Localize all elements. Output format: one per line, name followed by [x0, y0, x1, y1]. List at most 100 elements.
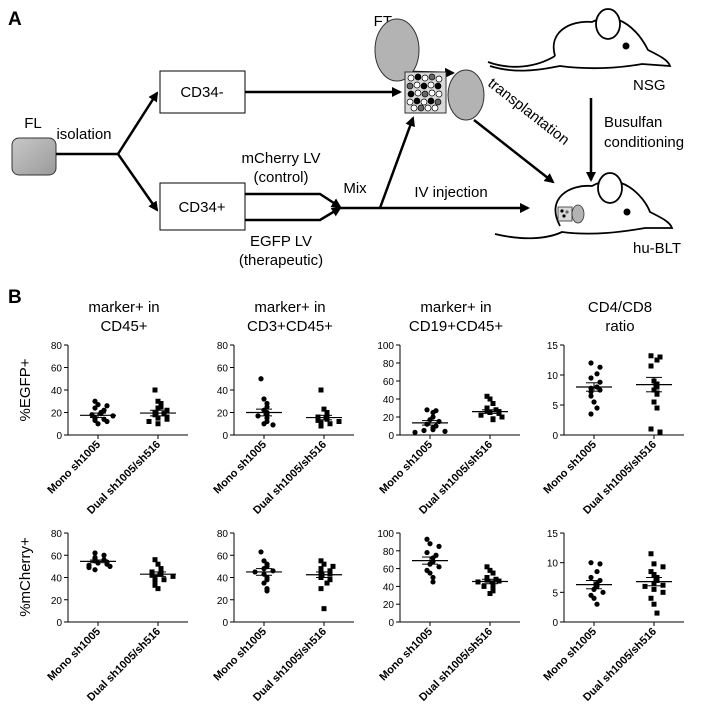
- cell-dot: [407, 90, 415, 98]
- data-point: [86, 564, 92, 571]
- cell-cluster: [406, 73, 443, 112]
- data-point: [261, 558, 267, 564]
- data-point: [92, 398, 98, 404]
- data-point: [430, 579, 436, 585]
- y-tick-label: 0: [56, 618, 62, 629]
- egfp-therapeutic-label: (therapeutic): [239, 252, 323, 269]
- y-tick-label: 100: [377, 529, 394, 540]
- col4-title-line1: CD4/CD8: [588, 299, 652, 316]
- data-point: [487, 567, 493, 573]
- cell-dot: [407, 74, 415, 82]
- data-point: [657, 354, 663, 360]
- arrow-to-cd34pos: [116, 153, 159, 212]
- data-point: [412, 429, 418, 435]
- fl-label: FL: [24, 115, 42, 132]
- data-point: [321, 406, 327, 412]
- y-tick-label: 0: [388, 618, 394, 629]
- data-point: [588, 560, 594, 566]
- data-point: [588, 360, 594, 366]
- y-tick-label: 40: [51, 386, 63, 397]
- y-tick-label: 5: [552, 401, 558, 412]
- cell-dot: [420, 98, 428, 106]
- data-point: [427, 570, 433, 576]
- data-point: [597, 379, 603, 385]
- data-point: [490, 401, 496, 406]
- x-tick-label: Mono sh1005: [377, 439, 435, 497]
- nsg-mouse-eye: [622, 42, 630, 50]
- data-point: [490, 588, 496, 594]
- data-point: [591, 399, 597, 405]
- data-point: [430, 574, 436, 581]
- y-tick-label: 20: [51, 409, 63, 420]
- hu-blt-mouse-eye: [623, 208, 631, 216]
- data-point: [430, 427, 436, 433]
- y-tick-label: 80: [383, 547, 395, 558]
- data-point: [442, 428, 448, 434]
- data-point: [318, 558, 324, 564]
- cell-dot: [417, 104, 425, 112]
- hu-blt-mouse: [494, 172, 674, 240]
- y-tick-label: 60: [217, 364, 229, 375]
- data-point: [327, 568, 333, 574]
- nsg-label: NSG: [633, 77, 666, 94]
- data-point: [597, 561, 603, 567]
- data-point: [588, 411, 594, 417]
- implanted-cell-box: [557, 206, 573, 222]
- col3-title-line1: marker+ in: [420, 299, 491, 316]
- cell-dot: [427, 81, 435, 89]
- data-point: [324, 412, 330, 418]
- y-tick-label: 15: [547, 529, 559, 540]
- cell-dot: [435, 75, 443, 83]
- col1-title-line2: CD45+: [100, 318, 147, 335]
- data-point: [152, 575, 158, 580]
- x-tick-label: Mono sh1005: [541, 626, 599, 684]
- data-point: [92, 405, 98, 411]
- data-point: [660, 589, 666, 595]
- data-point: [149, 572, 155, 578]
- x-tick-label: Mono sh1005: [211, 626, 269, 684]
- y-tick-label: 80: [51, 529, 63, 540]
- x-tick-label: Mono sh1005: [45, 439, 103, 497]
- data-point: [588, 389, 594, 395]
- hu-blt-mouse-ear: [597, 172, 623, 204]
- y-tick-label: 0: [56, 431, 62, 442]
- data-point: [258, 376, 264, 382]
- y-tick-label: 40: [217, 574, 229, 585]
- hu-blt-label: hu-BLT: [633, 240, 681, 257]
- cell-dot: [434, 98, 442, 106]
- data-point: [499, 414, 505, 420]
- col3-title-line2: CD19+CD45+: [409, 318, 503, 335]
- fetal-liver-tissue: [11, 137, 57, 176]
- data-point: [588, 574, 594, 581]
- data-point: [327, 577, 333, 583]
- cell-dot: [428, 73, 436, 81]
- data-point: [594, 405, 600, 411]
- y-tick-label: 20: [383, 600, 395, 611]
- data-point: [424, 407, 430, 413]
- y-tick-label: 80: [383, 359, 395, 370]
- data-point: [92, 550, 98, 556]
- arrow-mix-to-graft: [378, 116, 415, 209]
- data-point: [152, 412, 158, 418]
- data-point: [155, 405, 161, 411]
- data-point: [487, 591, 493, 597]
- y-tick-label: 10: [547, 371, 559, 382]
- x-tick-label: Mono sh1005: [377, 626, 435, 684]
- data-point: [654, 577, 660, 583]
- data-point: [490, 417, 496, 423]
- data-point: [270, 422, 276, 428]
- data-point: [158, 401, 164, 406]
- col1-title-line1: marker+ in: [88, 299, 159, 316]
- conditioning-label: conditioning: [604, 134, 684, 151]
- data-point: [164, 407, 170, 413]
- data-point: [104, 403, 110, 409]
- data-point: [104, 418, 110, 425]
- data-point: [648, 551, 654, 557]
- mcherry-control-label: (control): [253, 169, 308, 186]
